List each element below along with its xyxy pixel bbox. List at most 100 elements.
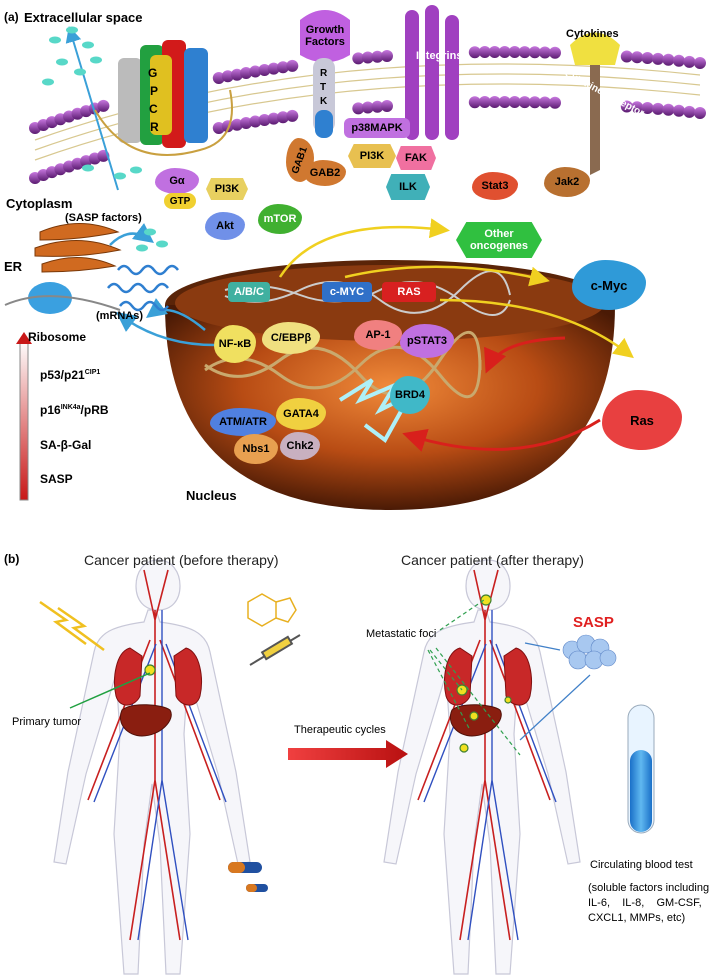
membrane-head <box>528 96 541 109</box>
membrane-head <box>488 46 501 58</box>
ras-protein: Ras <box>602 390 682 450</box>
panel-a: (a) Extracellular space Cytoplasm (SASP … <box>4 5 706 510</box>
membrane-head <box>286 109 299 122</box>
growth-factors-label: Growth Factors <box>305 24 345 48</box>
gpcr-letter-c: C <box>149 102 158 116</box>
lungs <box>114 647 202 706</box>
dna-helix-top <box>224 270 511 316</box>
pi3k-mid-protein: PI3K <box>348 144 396 168</box>
membrane-head <box>478 96 491 108</box>
membrane-head <box>352 52 365 65</box>
marker-p16-text: p16 <box>40 403 61 417</box>
fak-protein: FAK <box>396 146 436 170</box>
veins <box>423 610 557 941</box>
lightning-bolt <box>338 378 415 443</box>
syringe <box>249 634 301 666</box>
sasp-factors-label: (SASP factors) <box>65 212 142 224</box>
membrane-head <box>528 46 541 59</box>
membrane-head <box>538 46 551 59</box>
membrane-head <box>518 46 531 59</box>
sasp-label: SASP <box>573 614 614 631</box>
marker-sasp: SASP <box>40 472 73 486</box>
metastatic-foci-label: Metastatic foci <box>366 628 437 640</box>
marker-p53-sup: CIP1 <box>84 369 101 376</box>
mrna-to-sasp-arrow <box>109 223 155 246</box>
veins <box>93 610 227 941</box>
marker-p53: p53/p21CIP1 <box>40 368 100 382</box>
cmyc-arrow <box>344 265 550 287</box>
sasp-secretion-arrow <box>65 26 119 191</box>
gata4-protein: GATA4 <box>276 398 326 430</box>
sasp-dot <box>136 244 148 252</box>
membrane-head <box>212 72 225 84</box>
sasp-dot <box>56 58 68 66</box>
sasp-dot <box>90 56 102 64</box>
after-therapy-title: Cancer patient (after therapy) <box>401 552 584 568</box>
marker-p53-text: p53/p21 <box>40 368 85 382</box>
sasp-factor-dots <box>42 26 168 252</box>
membrane-head <box>631 101 644 114</box>
nfkb-to-ribosome-arrow <box>115 312 216 347</box>
membrane-head <box>97 99 110 112</box>
rtk-letter-k: K <box>320 96 328 107</box>
membrane-head <box>620 100 633 113</box>
membrane-head <box>672 54 685 67</box>
sasp-dot <box>49 36 61 44</box>
other-oncogenes-protein: Other oncogenes <box>456 222 542 258</box>
membrane-head <box>381 100 393 112</box>
cmyc-feedback-arrow <box>484 336 566 374</box>
marker-sabgal: SA-β-Gal <box>40 438 92 452</box>
sasp-dot <box>74 68 86 76</box>
body-after-therapy <box>383 559 581 975</box>
arteries <box>87 569 221 941</box>
extracellular-label: Extracellular space <box>24 10 143 25</box>
membrane-head <box>249 65 262 78</box>
dna-helix-middle <box>204 330 482 399</box>
ribosome-organelle <box>28 282 72 314</box>
membrane-head <box>267 62 280 75</box>
membrane-head <box>683 105 696 118</box>
membrane-head <box>267 112 280 125</box>
sasp-dot <box>82 41 94 49</box>
membrane-head <box>538 96 551 109</box>
sasp-dot <box>66 26 78 34</box>
marker-p16-rest: /pRB <box>80 403 109 417</box>
therapeutic-arrow <box>288 740 408 768</box>
membrane-head <box>508 96 521 108</box>
membrane-head <box>361 51 374 64</box>
metastasis-pointers <box>427 599 521 756</box>
er-organelle <box>34 223 122 273</box>
body-outline <box>53 559 251 975</box>
membrane-head <box>488 96 501 108</box>
blood-test-label: Circulating blood test <box>590 859 693 871</box>
blood-test-tube <box>627 704 655 834</box>
membrane-head <box>549 96 561 109</box>
gab2-protein: GAB2 <box>304 160 346 186</box>
sasp-dot <box>114 172 126 180</box>
membrane-head <box>249 115 262 128</box>
senescence-marker-bar <box>19 339 29 501</box>
membrane-head <box>468 46 481 59</box>
before-therapy-title: Cancer patient (before therapy) <box>84 552 279 568</box>
mrnas-label: (mRNAs) <box>96 310 144 322</box>
abc-gene: A/B/C <box>228 282 270 302</box>
membrane-head <box>683 55 696 68</box>
membrane-head <box>371 50 384 63</box>
soluble-factors-line3: CXCL1, MMPs, etc) <box>588 912 686 924</box>
primary-tumor-label: Primary tumor <box>12 716 82 728</box>
jak2-protein: Jak2 <box>544 167 590 197</box>
gpcr-letter-g: G <box>148 66 158 80</box>
sasp-dot <box>82 164 94 172</box>
panel-b-tag: (b) <box>4 552 20 566</box>
pstat3-protein: pSTAT3 <box>400 324 454 358</box>
membrane-head <box>468 96 481 109</box>
membrane-head <box>286 59 299 72</box>
membrane-head <box>258 114 271 126</box>
therapeutic-cycles-label: Therapeutic cycles <box>294 724 386 736</box>
nfkb-protein: NF-κB <box>214 325 256 363</box>
membrane-head <box>361 101 374 114</box>
membrane-head <box>381 50 393 62</box>
er-label: ER <box>4 259 23 274</box>
rtk-receptor <box>300 10 350 138</box>
stat3-protein: Stat3 <box>472 172 518 200</box>
